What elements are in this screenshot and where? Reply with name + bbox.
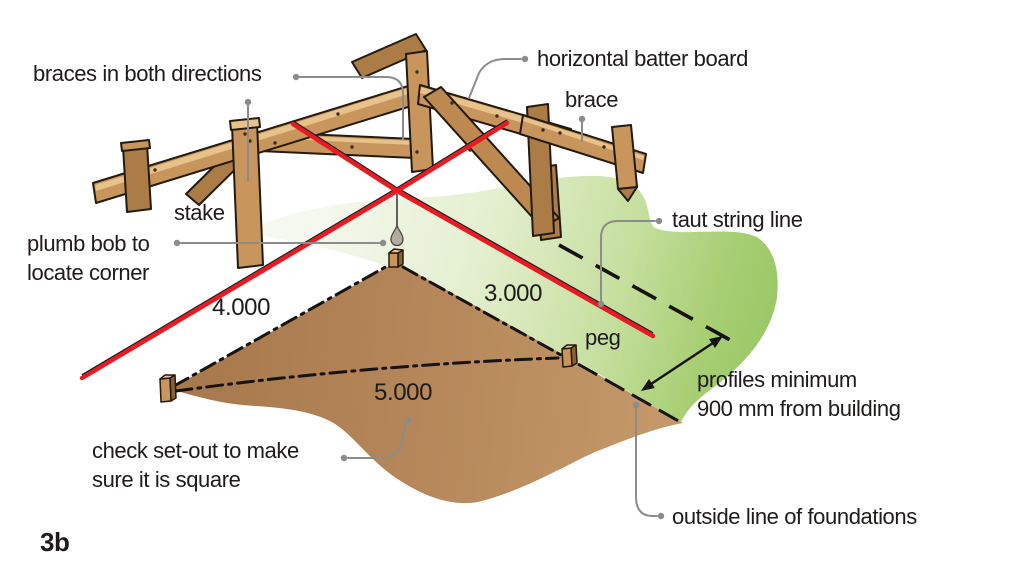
stake-far-left-cap	[120, 139, 151, 152]
label-brace: brace	[565, 87, 619, 112]
building-edge-dashed-line	[558, 243, 742, 348]
arrowhead-lower	[641, 379, 655, 391]
right-diagonal-brace	[423, 86, 560, 229]
foundation-outside-line	[577, 362, 683, 425]
nail-dots	[153, 70, 606, 172]
setout-line-5000	[174, 356, 560, 393]
leader-lines	[180, 58, 658, 517]
label-taut-string-line: taut string line	[672, 207, 803, 232]
label-stake: stake	[174, 200, 225, 225]
corner-stake-top-plank	[351, 33, 427, 79]
label-check-setout: check set-out to make sure it is square	[92, 438, 299, 492]
soil-blob	[170, 262, 683, 504]
plumb-bob-weight	[390, 224, 404, 247]
label-braces-both-directions: braces in both directions	[33, 61, 262, 86]
string-lines	[79, 119, 656, 381]
dimension-4000: 4.000	[212, 294, 271, 321]
stake-far-left	[122, 143, 152, 213]
plumb-bob	[390, 194, 404, 247]
peg-right	[561, 344, 578, 368]
soil-area	[170, 262, 683, 504]
label-peg: peg	[585, 325, 621, 350]
leader-horizontal-batter-board	[468, 58, 522, 99]
grass-area	[245, 175, 778, 422]
taut-string-line-2	[290, 121, 656, 339]
setout-lines	[172, 263, 563, 393]
pegs	[159, 248, 578, 403]
leader-outside-line	[635, 408, 658, 517]
setout-line-3000	[401, 265, 563, 357]
stake-far-right-point	[617, 186, 638, 202]
peg-left	[159, 374, 177, 403]
label-outside-line-foundations: outside line of foundations	[672, 504, 917, 529]
setout-line-4000	[172, 263, 391, 388]
batter-board-structure	[92, 33, 647, 269]
dimension-3000: 3.000	[484, 280, 543, 307]
leader-taut-string	[600, 220, 656, 302]
arrowhead-upper	[709, 336, 723, 348]
label-profiles-minimum: profiles minimum 900 mm from building	[697, 367, 901, 421]
offset-dimension-arrow	[641, 336, 723, 391]
stake-left-cap	[229, 117, 261, 131]
label-horizontal-batter-board: horizontal batter board	[537, 46, 748, 71]
leader-braces-right	[298, 76, 404, 140]
peg-corner	[388, 248, 404, 268]
leader-dots	[173, 55, 665, 520]
label-plumb-bob: plumb bob to locate corner	[27, 231, 150, 285]
grass-blob	[245, 175, 778, 422]
string-shadow-2	[292, 120, 654, 334]
leader-check-setout	[347, 423, 407, 459]
figure-number: 3b	[40, 527, 70, 557]
dimension-5000: 5.000	[374, 379, 433, 406]
